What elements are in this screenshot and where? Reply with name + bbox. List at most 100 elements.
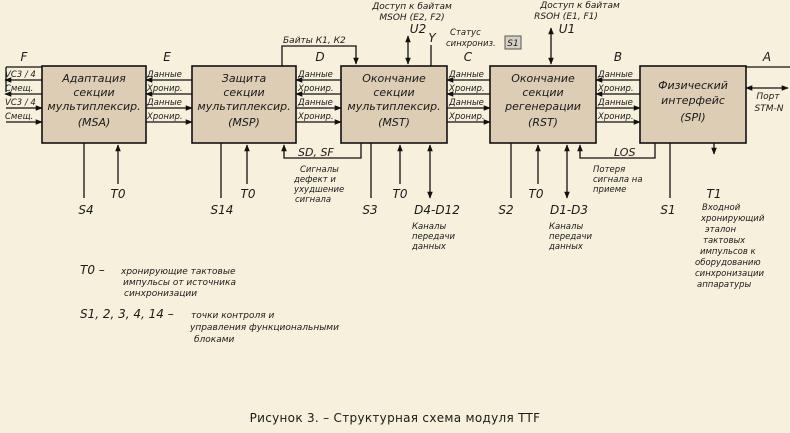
block-msp-line: секции	[223, 86, 264, 99]
d-clock-in-label: Хронир.	[297, 112, 334, 122]
block-msp-line: Защита	[222, 72, 267, 85]
e-clock-out-label: Хронир.	[146, 84, 183, 94]
f-offset-in-label: Смещ.	[5, 112, 33, 122]
block-spi: Физический интерфейс (SPI)	[639, 65, 747, 144]
los-label: LOS	[614, 146, 635, 159]
t1-note-line: хронирующий	[700, 214, 765, 224]
los-note-line: Потеря	[593, 165, 625, 175]
block-msa-line: Адаптация	[61, 72, 126, 85]
figure-caption: Рисунок 3. – Структурная схема модуля TT…	[249, 411, 541, 425]
legend-s-desc-line: блоками	[194, 335, 235, 345]
block-msa-line: (MSA)	[78, 116, 111, 129]
d1-d3-label: D1-D3	[550, 203, 588, 217]
d4-note-line: передачи	[412, 232, 456, 242]
s1-status-box	[504, 35, 522, 50]
block-spi-line: интерфейс	[661, 94, 725, 107]
c-clock-out-label: Хронир.	[448, 84, 485, 94]
s3-label: S3	[362, 203, 377, 217]
letter-b: B	[614, 50, 622, 64]
letter-u1: U1	[559, 22, 575, 36]
letter-y: Y	[428, 31, 437, 45]
t1-note-line: Входной	[702, 203, 741, 213]
status-label-line: синхрониз.	[446, 39, 496, 49]
sd-sf-note-line: Сигналы	[300, 165, 339, 175]
s1-label: S1	[660, 203, 675, 217]
letter-a: A	[762, 50, 771, 64]
e-data-in-label: Данные	[146, 98, 182, 108]
t1-label: T1	[707, 187, 722, 201]
block-mst-line: мультиплексир.	[347, 100, 440, 113]
block-rst: Окончание секции регенерации (RST)	[489, 65, 597, 144]
b-data-out-label: Данные	[597, 70, 633, 80]
letter-f: F	[21, 50, 29, 64]
legend-t0-desc-line: синхронизации	[124, 289, 197, 299]
s14-label: S14	[211, 203, 234, 217]
s4-label: S4	[78, 203, 93, 217]
c-clock-in-label: Хронир.	[448, 112, 485, 122]
block-mst-line: (MST)	[378, 116, 410, 129]
d-data-in-label: Данные	[297, 98, 333, 108]
los-note-line: сигнала на	[593, 175, 643, 185]
letter-d: D	[315, 50, 324, 64]
f-vc-in-label: VC3 / 4	[5, 98, 36, 108]
block-msa-line: секции	[73, 86, 114, 99]
t1-note-line: аппаратуры	[697, 280, 752, 290]
letter-e: E	[163, 50, 171, 64]
block-msp-line: мультиплексир.	[197, 100, 290, 113]
c-data-out-label: Данные	[448, 70, 484, 80]
block-mst-line: Окончание	[362, 72, 426, 85]
block-rst-line: секции	[522, 86, 563, 99]
t0-label-msp: T0	[241, 187, 256, 201]
d4-note-line: Каналы	[412, 222, 446, 232]
block-spi-line: (SPI)	[680, 111, 705, 124]
sd-sf-note-line: сигнала	[295, 195, 331, 205]
block-rst-line: Окончание	[511, 72, 575, 85]
d-data-out-label: Данные	[297, 70, 333, 80]
block-spi-line: Физический	[658, 79, 728, 92]
block-rst-line: (RST)	[528, 116, 558, 129]
legend-t0-key: T0 –	[80, 263, 105, 277]
k-bytes-link	[281, 45, 359, 66]
letter-c: C	[464, 50, 473, 64]
d1-note-line: передачи	[549, 232, 593, 242]
f-offset-out-label: Смещ.	[5, 84, 33, 94]
block-rst-line: регенерации	[504, 100, 581, 113]
c-data-in-label: Данные	[448, 98, 484, 108]
sd-sf-label: SD, SF	[298, 146, 334, 159]
k-bytes-label: Байты К1, К2	[283, 36, 346, 46]
legend-t0-desc-line: хронирующие тактовые	[120, 267, 236, 277]
b-clock-in-label: Хронир.	[597, 112, 634, 122]
b-data-in-label: Данные	[597, 98, 633, 108]
msoh-label-line: MSOH (E2, F2)	[379, 13, 444, 23]
t1-note-line: эталон	[705, 225, 736, 235]
stm-port-label: STM-N	[755, 104, 784, 114]
sd-sf-note-line: ухудшение	[293, 185, 344, 195]
d4-note-line: данных	[411, 242, 447, 252]
stm-port-label: Порт	[756, 92, 780, 102]
e-data-out-label: Данные	[146, 70, 182, 80]
b-clock-out-label: Хронир.	[597, 84, 634, 94]
los-note-line: приеме	[593, 185, 626, 195]
legend-s-desc-line: управления функциональными	[189, 323, 339, 333]
legend-s-desc-line: точки контроля и	[191, 311, 275, 321]
t0-label-mst: T0	[393, 187, 408, 201]
block-mst: Окончание секции мультиплексир. (MST)	[340, 65, 448, 144]
letter-u2: U2	[410, 22, 426, 36]
t0-label-rst: T0	[529, 187, 544, 201]
status-label-line: Статус	[450, 28, 481, 38]
t1-note-line: импульсов к	[700, 247, 757, 257]
t1-note-line: синхронизации	[695, 269, 765, 279]
los-arrow	[577, 143, 656, 159]
s1-status-box-label: S1	[507, 39, 518, 49]
sd-sf-arrow	[281, 143, 362, 159]
t1-note-line: тактовых	[703, 236, 746, 246]
d1-note-line: данных	[548, 242, 584, 252]
legend: T0 – хронирующие тактовые импульсы от ис…	[80, 263, 339, 345]
legend-t0-desc-line: импульсы от источника	[123, 278, 236, 288]
f-vc-out-label: VC3 / 4	[5, 70, 36, 80]
block-msp-line: (MSP)	[228, 116, 260, 129]
block-msa-line: мультиплексир.	[47, 100, 140, 113]
legend-s-key: S1, 2, 3, 4, 14 –	[80, 307, 174, 321]
e-clock-in-label: Хронир.	[146, 112, 183, 122]
